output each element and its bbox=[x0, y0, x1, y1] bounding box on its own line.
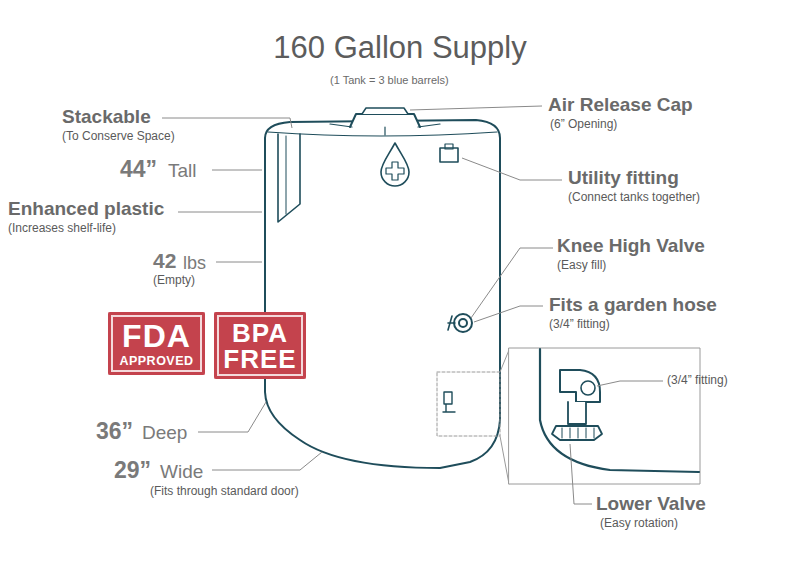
inset-frame bbox=[509, 348, 700, 484]
cap-rib bbox=[384, 127, 385, 135]
leader-line bbox=[410, 106, 542, 110]
detail-frame bbox=[437, 372, 500, 436]
stacking-channel bbox=[278, 134, 300, 222]
leader-line bbox=[462, 158, 562, 180]
callout-note: (3/4” fitting) bbox=[667, 374, 728, 388]
leader-line bbox=[216, 262, 262, 263]
tank-body bbox=[265, 120, 500, 468]
callout-note: (Increases shelf-life) bbox=[8, 222, 116, 236]
inset-fitting bbox=[560, 370, 600, 402]
callout-heading: 42 bbox=[153, 249, 176, 273]
inset-knob-ridges bbox=[562, 428, 594, 438]
approval-stamp: BPA FREE bbox=[214, 312, 306, 379]
callout-heading: Fits a garden hose bbox=[549, 294, 717, 316]
knee-valve-core bbox=[459, 319, 467, 327]
callout-note: Deep bbox=[142, 422, 187, 444]
callout-heading: 44” bbox=[120, 156, 157, 182]
cap-top bbox=[362, 108, 408, 114]
leader-line bbox=[162, 118, 292, 128]
tank-rim bbox=[268, 132, 497, 136]
callout-note: lbs bbox=[183, 253, 206, 274]
detail-guide bbox=[500, 350, 509, 372]
callout-note: (Easy rotation) bbox=[600, 517, 678, 531]
water-drop bbox=[381, 143, 409, 186]
utility-fitting-cap bbox=[445, 144, 453, 149]
air-release-cap bbox=[350, 114, 420, 127]
callout-note: (6” Opening) bbox=[550, 118, 617, 132]
callout-heading: Air Release Cap bbox=[548, 94, 693, 116]
utility-fitting bbox=[440, 148, 458, 162]
stamp-text: APPROVED bbox=[116, 355, 197, 368]
callout-note: (To Conserve Space) bbox=[62, 130, 175, 144]
leader-line bbox=[474, 306, 543, 322]
callout-note: Tall bbox=[168, 160, 197, 182]
knee-valve-fitting bbox=[454, 314, 472, 332]
callout-note: (Empty) bbox=[153, 274, 195, 288]
cap-rib bbox=[418, 124, 440, 127]
leader-line bbox=[212, 452, 322, 470]
callout-note: (3/4” fitting) bbox=[549, 318, 610, 332]
diagram-title: 160 Gallon Supply bbox=[0, 30, 800, 66]
callout-heading: 36” bbox=[96, 418, 133, 444]
callout-heading: Lower Valve bbox=[596, 493, 706, 515]
inset-valve-stem bbox=[568, 402, 586, 424]
callout-heading: 29” bbox=[114, 457, 151, 483]
callout-note: (Connect tanks together) bbox=[568, 191, 700, 205]
callout-note: Wide bbox=[160, 461, 203, 483]
callout-heading: Utility fitting bbox=[568, 167, 679, 189]
inset-valve-knob bbox=[552, 426, 602, 440]
lower-valve-small bbox=[443, 392, 455, 412]
callout-note: (1 Tank = 3 blue barrels) bbox=[330, 74, 449, 87]
leader-line bbox=[212, 170, 262, 171]
inset-fitting-bore bbox=[581, 381, 595, 395]
callout-note: (Fits through standard door) bbox=[150, 485, 299, 499]
leader-line bbox=[178, 212, 262, 213]
inset-tank-wall bbox=[540, 349, 699, 472]
leader-line bbox=[570, 444, 592, 504]
stamp-text: FDA bbox=[116, 320, 197, 352]
cap-rib bbox=[330, 124, 352, 127]
approval-stamp: FDA APPROVED bbox=[108, 312, 205, 375]
leader-line bbox=[471, 248, 553, 318]
leader-line bbox=[198, 402, 266, 432]
stacking-channel-edge bbox=[286, 136, 287, 214]
leader-line bbox=[597, 381, 663, 386]
drop-cross bbox=[386, 162, 404, 180]
knee-valve-handle bbox=[448, 316, 455, 330]
callout-heading: Enhanced plastic bbox=[8, 198, 164, 220]
callout-note: (Easy fill) bbox=[557, 259, 606, 273]
detail-guide bbox=[500, 436, 509, 484]
callout-heading: Stackable bbox=[62, 106, 151, 128]
callout-heading: Knee High Valve bbox=[557, 235, 705, 257]
stamp-text: BPA FREE bbox=[223, 320, 296, 372]
